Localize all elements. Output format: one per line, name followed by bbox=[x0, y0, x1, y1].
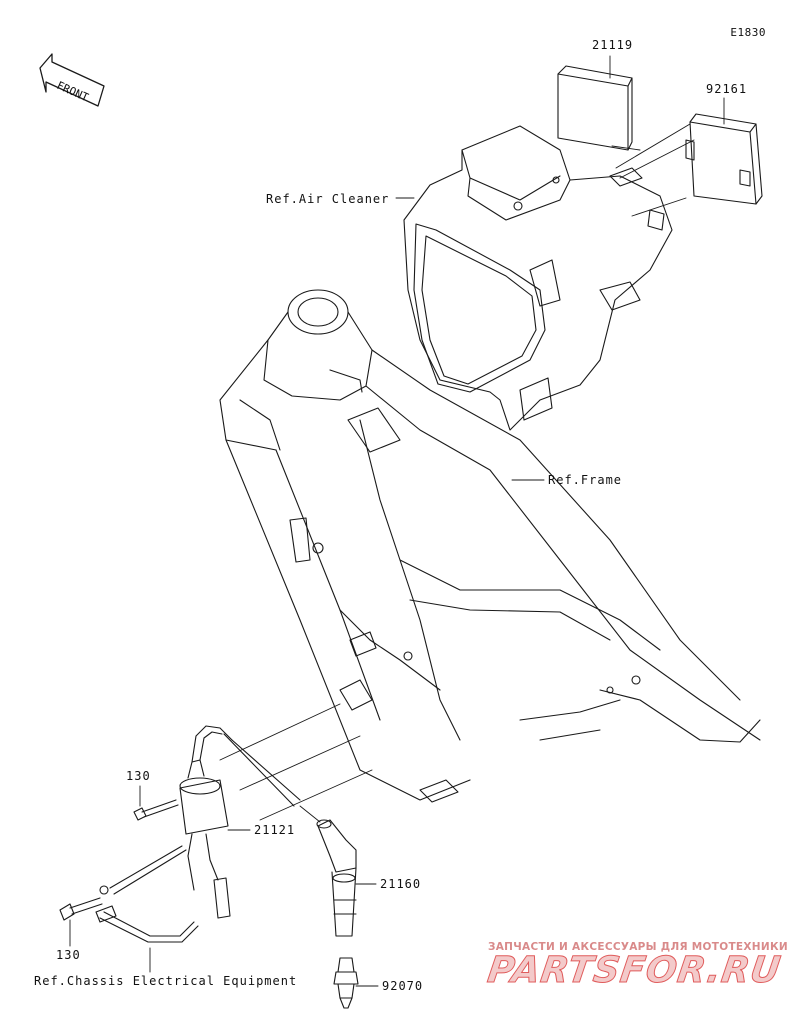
ref-air-cleaner-label: Ref.Air Cleaner bbox=[266, 192, 390, 206]
front-arrow-label: FRONT bbox=[55, 79, 91, 104]
part-number-21121: 21121 bbox=[254, 823, 296, 837]
ecu-bracket-part bbox=[685, 113, 763, 205]
ecu-cover-part bbox=[557, 65, 633, 151]
sheet-code: E1830 bbox=[730, 26, 766, 39]
part-number-21119: 21119 bbox=[592, 38, 634, 52]
air-cleaner-housing bbox=[403, 125, 673, 431]
front-arrow-icon: FRONT bbox=[39, 53, 105, 107]
guide-lines bbox=[219, 123, 695, 823]
plug-cap-part bbox=[316, 819, 357, 937]
ignition-coil-part bbox=[95, 725, 301, 943]
part-number-130-upper: 130 bbox=[126, 769, 151, 783]
part-number-130-lower: 130 bbox=[56, 948, 81, 962]
bolt-lower-part bbox=[59, 897, 103, 921]
bolt-upper-part bbox=[133, 799, 179, 821]
part-number-21160: 21160 bbox=[380, 877, 422, 891]
frame-part bbox=[219, 289, 761, 803]
leader-lines bbox=[69, 55, 725, 987]
part-number-92161: 92161 bbox=[706, 82, 748, 96]
part-number-92070: 92070 bbox=[382, 979, 424, 993]
ref-chassis-electrical-label: Ref.Chassis Electrical Equipment bbox=[34, 974, 298, 988]
watermark-logo: PARTSFOR.RU bbox=[485, 950, 785, 992]
ref-frame-label: Ref.Frame bbox=[548, 473, 623, 487]
watermark-tagline: ЗАПЧАСТИ И АКСЕССУАРЫ ДЛЯ МОТОТЕХНИКИ bbox=[488, 941, 788, 953]
spark-plug-part bbox=[333, 957, 359, 1009]
